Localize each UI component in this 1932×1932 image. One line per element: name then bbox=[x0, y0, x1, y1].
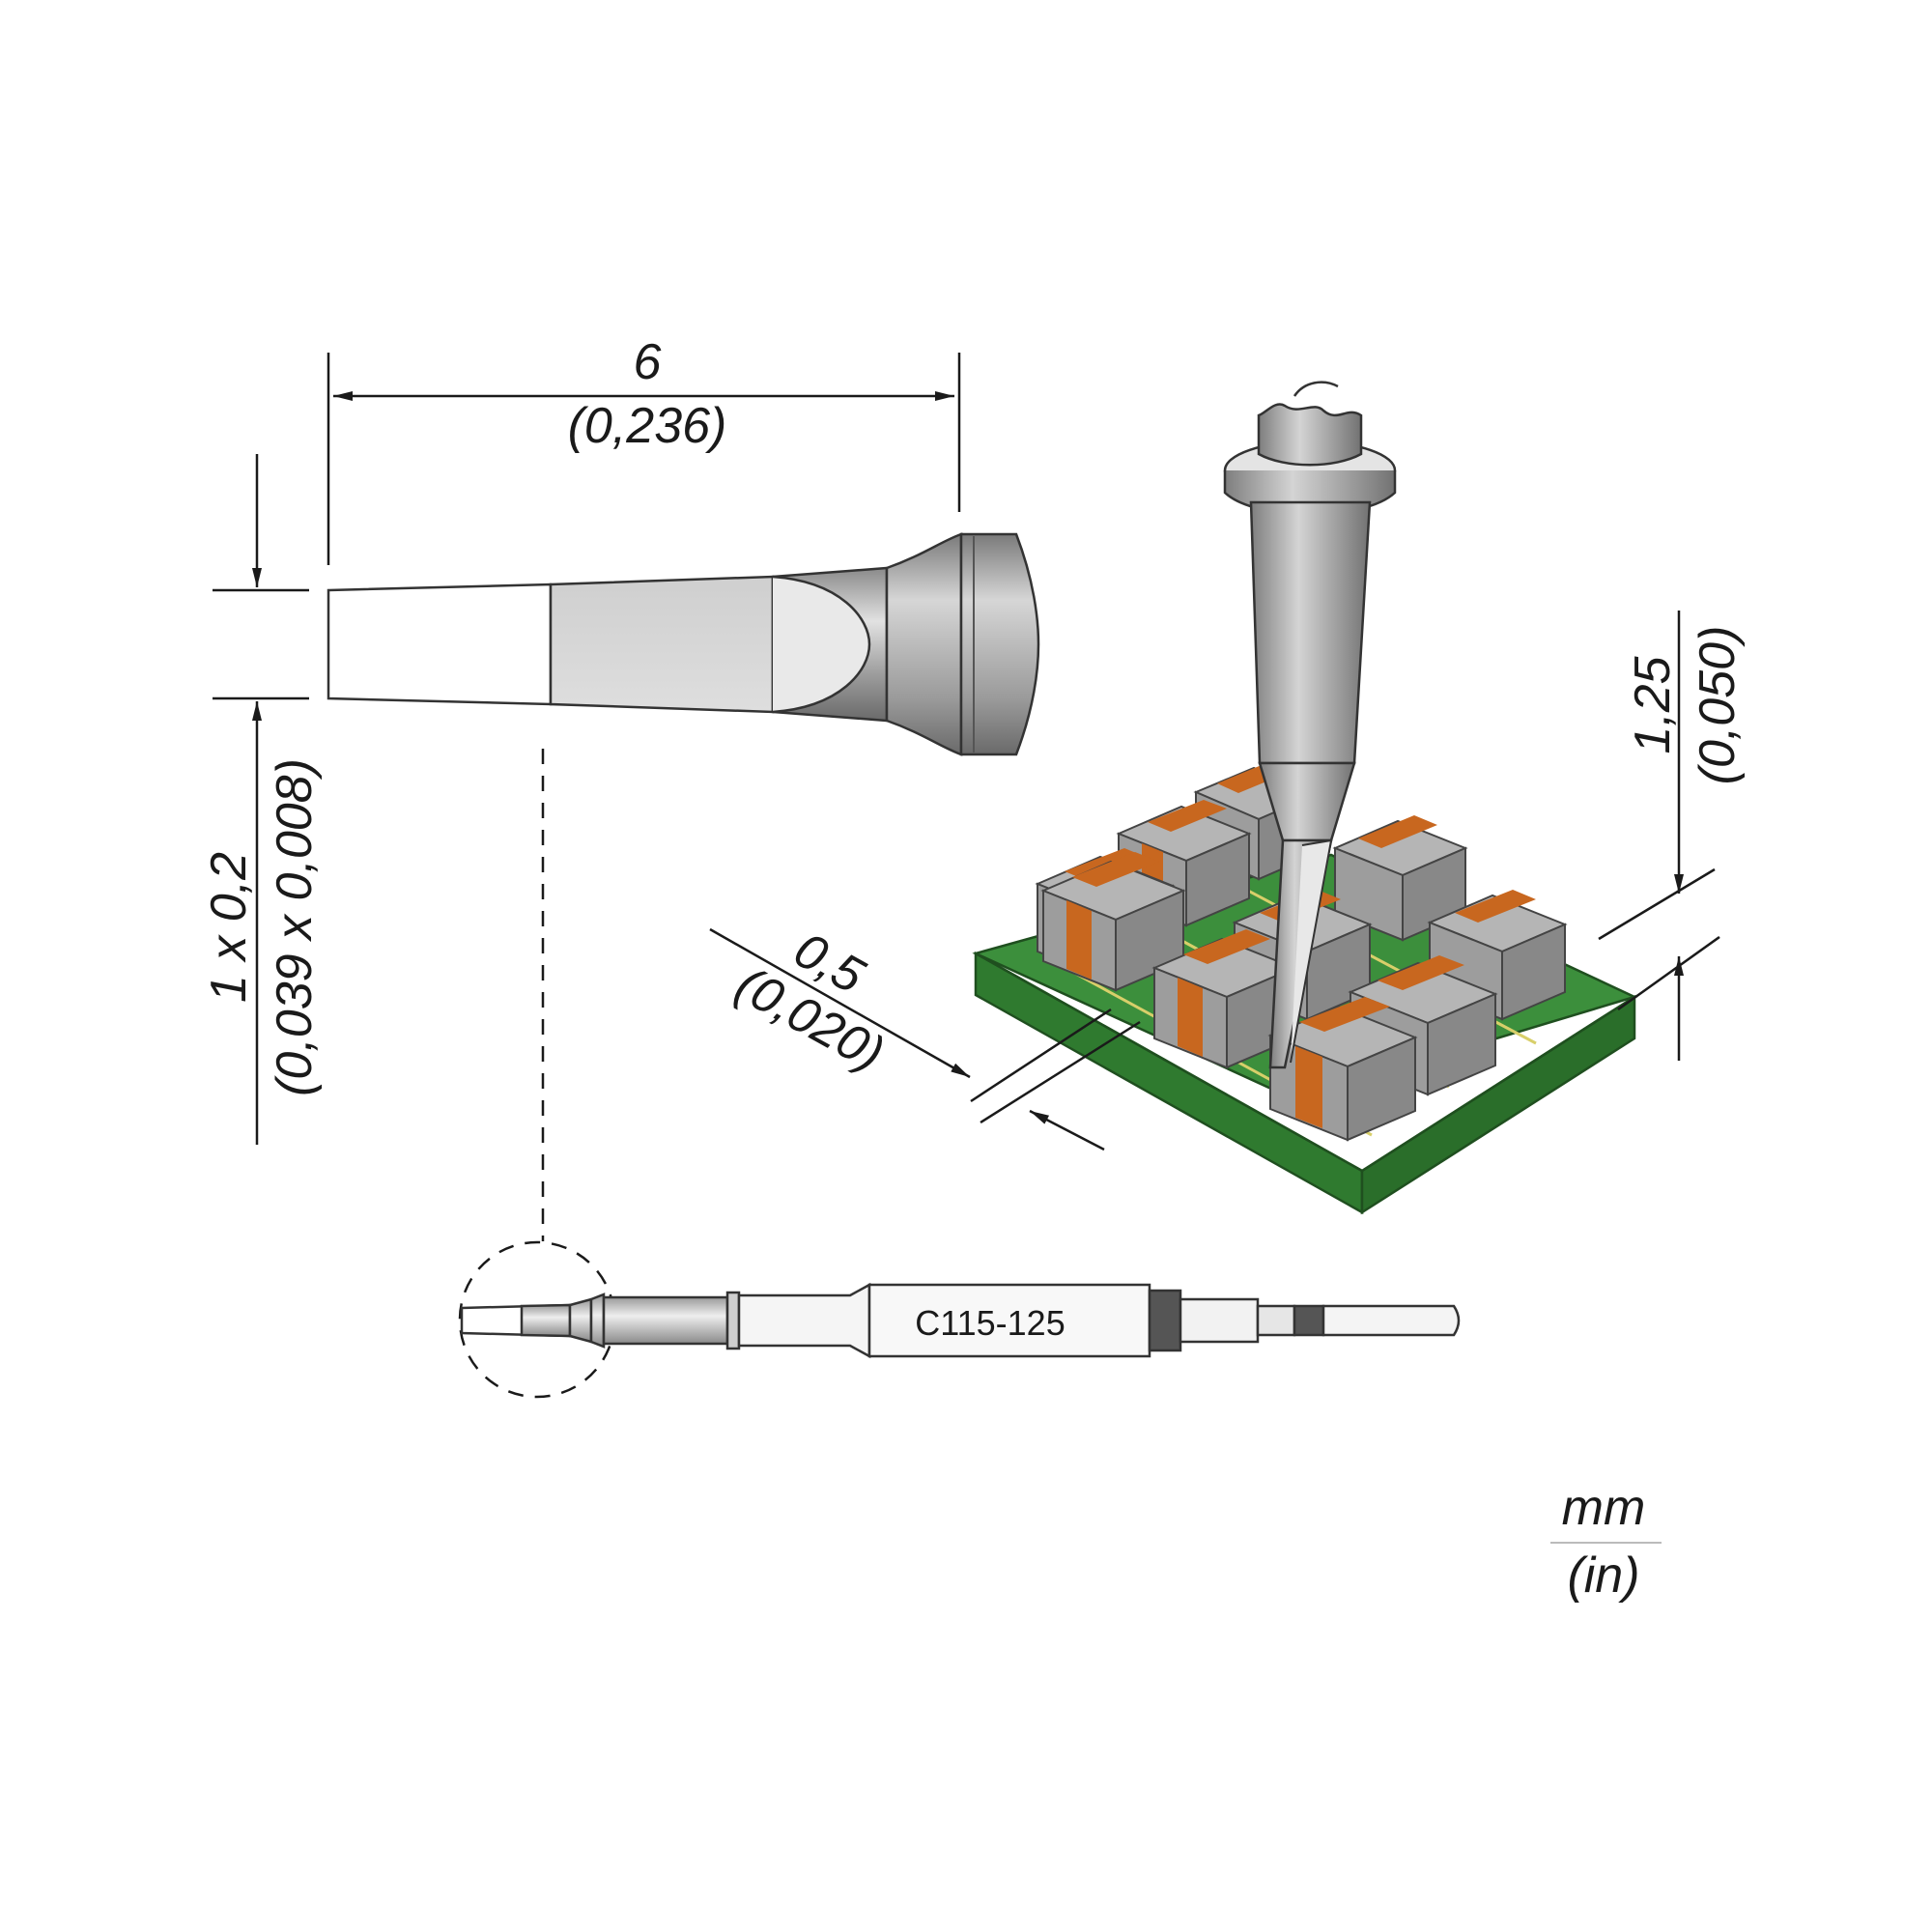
height-dimension: 1,25 (0,050) bbox=[1598, 611, 1746, 1061]
tip-size-in-label: (0,039 x 0,008) bbox=[267, 758, 323, 1096]
tip-collar bbox=[959, 532, 1040, 756]
tip-size-dimension: 1 x 0,2 (0,039 x 0,008) bbox=[201, 454, 323, 1145]
tip-blade-face bbox=[327, 582, 553, 706]
height-in-label: (0,050) bbox=[1690, 626, 1746, 785]
length-mm-label: 6 bbox=[634, 334, 662, 390]
length-in-label: (0,236) bbox=[568, 398, 727, 454]
part-number-label: C115-125 bbox=[915, 1303, 1065, 1343]
units-legend: mm (in) bbox=[1550, 1480, 1662, 1604]
vertical-tip-sleeve bbox=[1249, 500, 1372, 765]
tip-bevel bbox=[772, 575, 871, 714]
units-in-label: (in) bbox=[1567, 1548, 1639, 1604]
vertical-soldering-tip bbox=[1223, 381, 1397, 1069]
tip-enlarged-view bbox=[327, 532, 1040, 756]
tip-flare bbox=[885, 532, 963, 756]
height-mm-label: 1,25 bbox=[1625, 655, 1681, 753]
tip-size-mm-label: 1 x 0,2 bbox=[201, 852, 257, 1003]
smd-component bbox=[1267, 997, 1418, 1142]
tip-blade-body bbox=[549, 575, 775, 714]
smd-component bbox=[1151, 929, 1297, 1069]
units-mm-label: mm bbox=[1562, 1480, 1646, 1536]
length-dimension: 6 (0,236) bbox=[327, 334, 961, 565]
full-tip-side-view: C115-125 bbox=[458, 1240, 1461, 1399]
